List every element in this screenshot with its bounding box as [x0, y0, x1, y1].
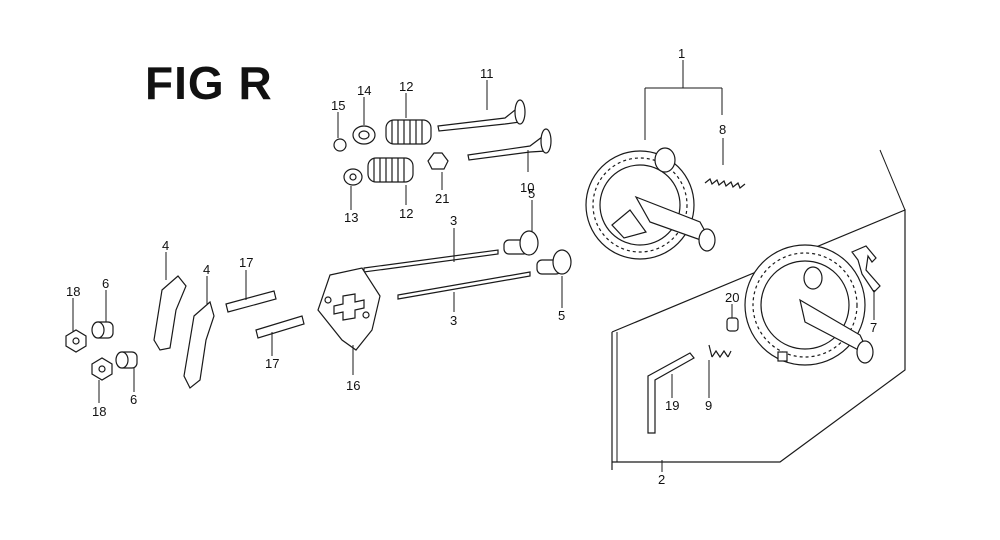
callout-10: 10 [520, 180, 534, 195]
callout-7: 7 [870, 320, 877, 335]
part-cap-15 [333, 138, 347, 152]
part-lever-7 [851, 245, 881, 293]
part-retainer-14 [352, 125, 376, 145]
callout-12a: 12 [399, 79, 413, 94]
callout-9: 9 [705, 398, 712, 413]
part-spring-8 [704, 178, 746, 189]
leader-lines [72, 60, 875, 472]
part-valve-11 [437, 99, 526, 132]
callout-20: 20 [725, 290, 739, 305]
callout-18a: 18 [66, 284, 80, 299]
callout-21: 21 [435, 191, 449, 206]
callout-12b: 12 [399, 206, 413, 221]
part-spring-9 [708, 344, 732, 359]
part-rotator-21 [427, 152, 449, 170]
part-valve-spring-12a [385, 119, 432, 145]
callout-19: 19 [665, 398, 679, 413]
part-valve-spring-12b [367, 157, 414, 183]
callout-4b: 4 [203, 262, 210, 277]
part-stud-17a [225, 290, 277, 313]
part-stud-17b [255, 315, 305, 339]
callout-17a: 17 [239, 255, 253, 270]
part-governor-gear-2 [744, 244, 874, 366]
callout-1: 1 [678, 46, 685, 61]
callout-6b: 6 [130, 392, 137, 407]
callout-3b: 3 [450, 313, 457, 328]
part-pushrod-3a [363, 249, 499, 273]
callout-18b: 18 [92, 404, 106, 419]
callout-5a: 5 [528, 186, 535, 201]
callout-8: 8 [719, 122, 726, 137]
callout-3a: 3 [450, 213, 457, 228]
callout-17b: 17 [265, 356, 279, 371]
part-pushrod-3b [397, 271, 531, 300]
part-pivot-6b [115, 351, 138, 369]
callout-5b: 5 [558, 308, 565, 323]
part-pivot-6a [91, 321, 114, 339]
figure-title: FIG R [145, 57, 273, 109]
part-tappet-5a [503, 230, 539, 256]
part-washer-13 [343, 168, 363, 186]
callout-14: 14 [357, 83, 371, 98]
part-camshaft-gear-1 [585, 147, 716, 260]
part-wrench-19 [647, 352, 695, 434]
part-rocker-arm-4a [153, 275, 187, 351]
part-nut-18a [65, 329, 87, 353]
callout-13: 13 [344, 210, 358, 225]
callout-16: 16 [346, 378, 360, 393]
part-pin-20 [726, 317, 739, 332]
callout-15: 15 [331, 98, 345, 113]
part-valve-10 [467, 128, 552, 161]
part-rocker-arm-4b [183, 300, 215, 389]
callout-11: 11 [480, 66, 494, 81]
callout-2: 2 [658, 472, 665, 487]
callout-4a: 4 [162, 238, 169, 253]
callout-6a: 6 [102, 276, 109, 291]
part-guide-plate-16 [317, 267, 381, 351]
part-tappet-5b [536, 249, 572, 275]
part-nut-18b [91, 357, 113, 381]
callout-labels: 1 2 3 3 4 4 5 5 6 6 7 8 9 10 11 12 12 13… [66, 46, 877, 487]
